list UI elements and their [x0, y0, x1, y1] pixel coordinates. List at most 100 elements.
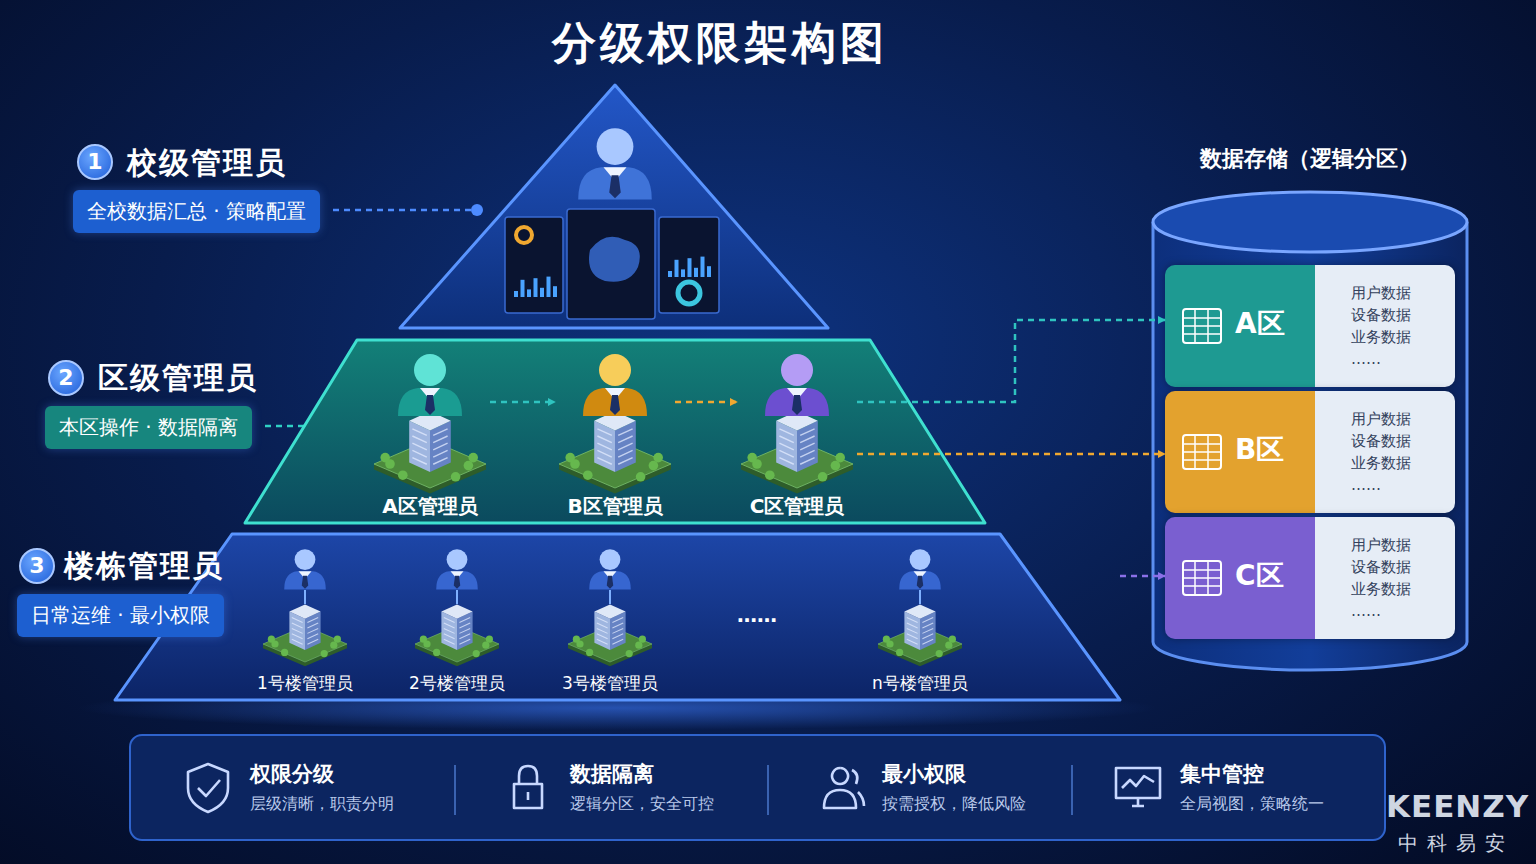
diagram-title: 分级权限架构图 — [0, 14, 1440, 73]
label-slot: 3号楼管理员 — [545, 672, 675, 695]
tree — [653, 453, 663, 463]
bldg-node: 2号楼管理员 — [392, 542, 522, 695]
donut-chart — [516, 227, 532, 243]
bar-divider — [1071, 765, 1073, 815]
person-tie — [610, 395, 620, 415]
tree — [420, 636, 427, 643]
link-line — [919, 590, 921, 604]
partition-name-slot: C区 — [1235, 557, 1284, 595]
window-row — [597, 429, 632, 436]
feat-node: 集中管控全局视图，策略统一 — [1110, 752, 1380, 824]
tree — [573, 636, 580, 643]
table-icon-group — [1183, 561, 1221, 595]
tree — [636, 472, 646, 482]
window-row — [597, 618, 623, 623]
user-head — [832, 768, 848, 784]
chart-bar — [681, 269, 685, 277]
storage-heading: 数据存储（逻辑分区） — [1200, 144, 1420, 174]
tier-outline — [115, 534, 1120, 700]
tier-heading: 校级管理员 — [127, 143, 287, 184]
monitor-chart — [1122, 776, 1154, 788]
partition-list-slot: 用户数据设备数据业务数据…… — [1351, 282, 1411, 370]
building-illustration — [415, 604, 499, 666]
admin-illustration — [855, 542, 985, 695]
tree — [334, 636, 341, 643]
admin-label: 1号楼管理员 — [257, 672, 353, 695]
dashed-connector — [857, 320, 1165, 402]
dashed-connector — [1120, 575, 1165, 578]
partition-name: B区 — [1235, 431, 1284, 469]
tier-heading: 区级管理员 — [98, 358, 258, 399]
tree — [896, 649, 903, 656]
tree — [765, 470, 775, 480]
building-illustration — [741, 411, 853, 493]
tree — [281, 649, 288, 656]
feature-desc: 按需授权，降低风险 — [882, 794, 1026, 815]
feature-text-slot: 集中管控全局视图，策略统一 — [1180, 760, 1324, 815]
feature-title: 权限分级 — [250, 760, 394, 788]
admin-illustration — [392, 542, 522, 695]
person-head — [600, 549, 621, 570]
tree — [586, 649, 593, 656]
window-row — [597, 458, 632, 465]
window-row — [907, 623, 933, 628]
person-icon — [436, 549, 478, 589]
tree — [835, 453, 845, 463]
monitor-screen — [1116, 768, 1160, 798]
window-row — [597, 450, 632, 457]
tree — [883, 636, 890, 643]
building-roof — [904, 604, 935, 618]
person-body — [284, 571, 326, 589]
window-row — [292, 628, 318, 633]
admin-illustration — [545, 542, 675, 695]
tier-text-slot: 区级管理员 — [98, 358, 258, 399]
table-grid — [1183, 561, 1221, 595]
person-tie — [425, 395, 435, 415]
window-row — [444, 618, 470, 623]
partition-item: …… — [1351, 474, 1411, 496]
chart-bar — [540, 288, 544, 297]
tree — [321, 650, 328, 657]
dashed-connector — [675, 401, 737, 404]
ellipsis-label: …… — [737, 603, 777, 627]
window-row — [412, 450, 447, 457]
chart-bar — [527, 289, 531, 297]
window-row — [444, 623, 470, 628]
user-shadow — [852, 770, 864, 806]
tree — [945, 642, 952, 649]
watermark: 中科易安 — [1398, 830, 1514, 857]
building-illustration — [878, 604, 962, 666]
dashed-connector — [490, 401, 555, 404]
partition-name-slot: A区 — [1235, 305, 1285, 343]
tree — [639, 636, 646, 643]
bldg-node: 1号楼管理员 — [240, 542, 370, 695]
person-head — [597, 128, 634, 165]
person-icon — [284, 549, 326, 589]
table-frame — [1183, 309, 1221, 343]
dashboard-panel — [659, 217, 719, 313]
person-body — [436, 571, 478, 589]
label-slot: A区管理员 — [370, 493, 490, 520]
partition-item: …… — [1351, 348, 1411, 370]
tier-node: 校级管理员全校数据汇总 · 策略配置 — [400, 85, 828, 328]
tree — [482, 642, 489, 649]
tree — [649, 461, 659, 471]
person-icon — [583, 354, 647, 416]
db-node: 数据存储（逻辑分区）A区用户数据设备数据业务数据……B区用户数据设备数据业务数据… — [1150, 190, 1470, 670]
chart-bar — [701, 257, 705, 277]
dashboard-panel — [505, 217, 563, 313]
partition-list-slot: 用户数据设备数据业务数据…… — [1351, 534, 1411, 622]
window-row — [779, 450, 814, 457]
lock-keyhole — [527, 792, 530, 800]
window-row — [779, 443, 814, 450]
link-line — [456, 590, 458, 604]
admin-label: 2号楼管理员 — [409, 672, 505, 695]
person-body — [578, 167, 652, 199]
admin-label: B区管理员 — [567, 493, 662, 520]
building-illustration — [263, 604, 347, 666]
partition-item: 业务数据 — [1351, 578, 1411, 600]
table-icon-group — [1183, 309, 1221, 343]
feat-node: 权限分级层级清晰，职责分明 — [180, 752, 450, 824]
building-roof — [441, 604, 472, 618]
